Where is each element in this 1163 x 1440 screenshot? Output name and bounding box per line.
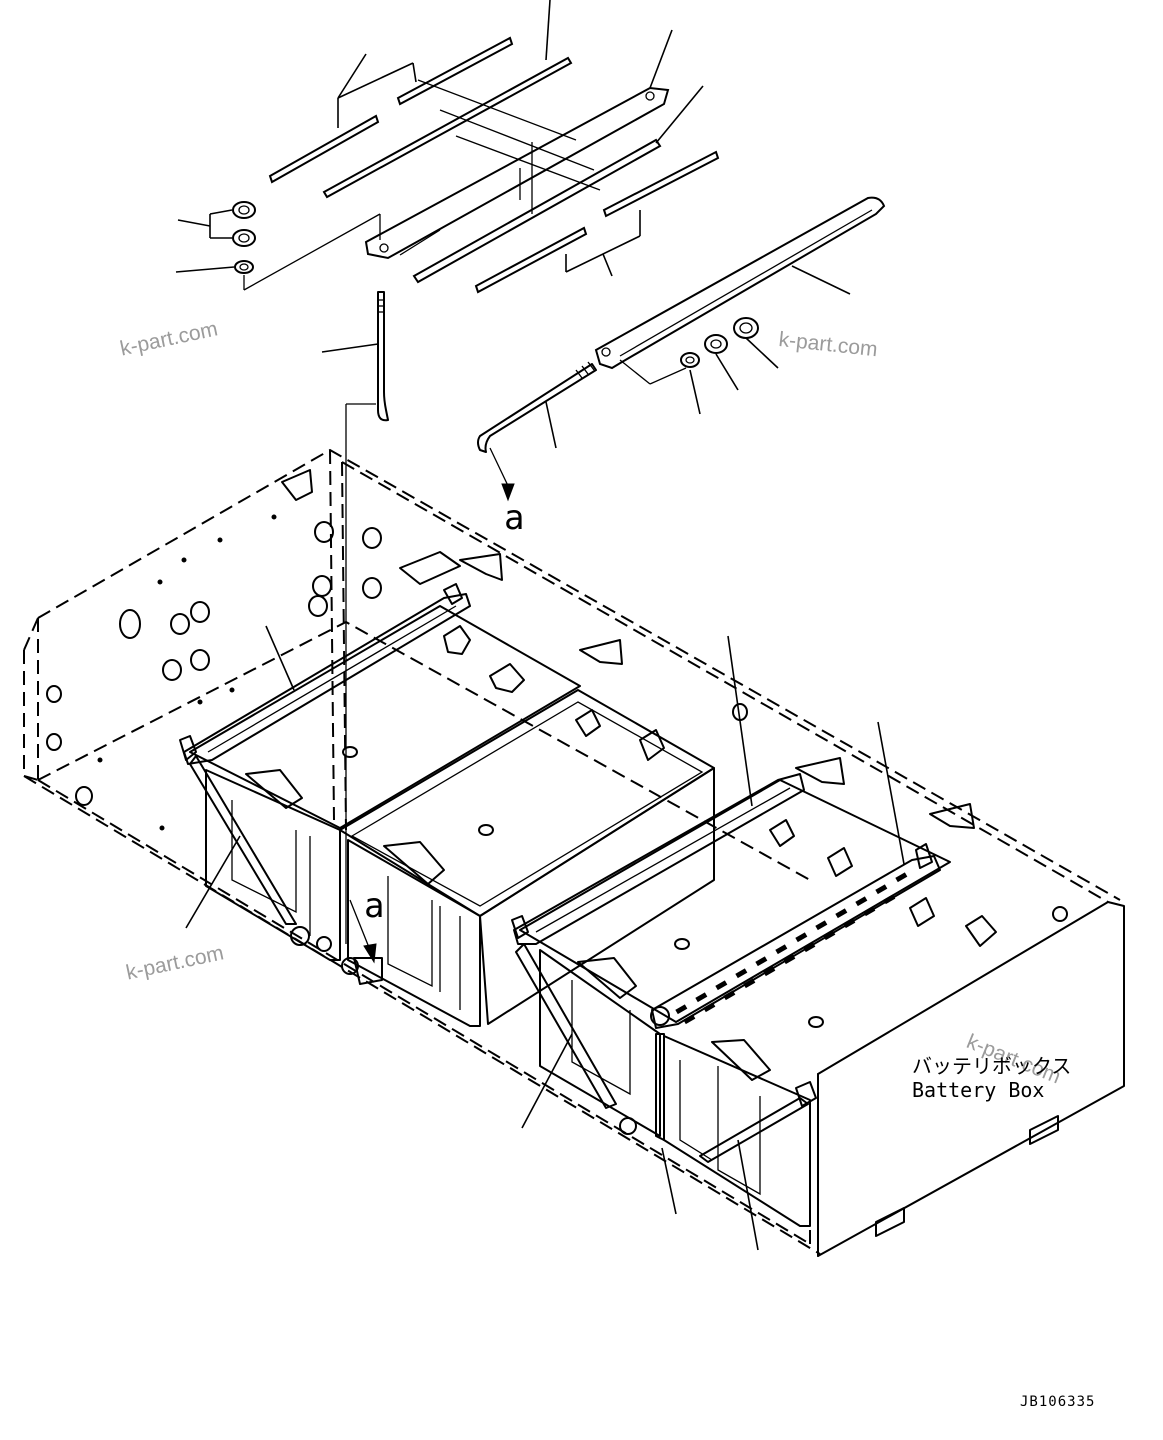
reference-letter-a: a (364, 886, 385, 926)
lower-right-spacer-strips (474, 150, 720, 294)
hold-down-bar-installed-right (511, 635, 805, 1135)
reference-arrow-a-lower (349, 899, 377, 964)
assembly-guide-lines (417, 79, 601, 214)
battery-box-label-jp: バッテリボックス (912, 1054, 1072, 1078)
hold-down-bar-formed-installed (650, 721, 941, 1251)
nut-and-washer-stack-left (175, 201, 381, 291)
nut-and-washer-set-right (619, 317, 779, 415)
drawing-number: JB106335 (1020, 1394, 1096, 1410)
battery-left (339, 625, 715, 1027)
battery-box-outline (23, 448, 1121, 1255)
back-wall-features (46, 469, 1068, 922)
bar-perforation-pattern (675, 872, 908, 1025)
battery-left-rear (189, 605, 581, 961)
reference-letter-a: a (504, 498, 525, 538)
battery-box-label-en: Battery Box (912, 1078, 1045, 1102)
upper-left-spacer-strips (268, 36, 514, 184)
j-bolt-right (477, 361, 597, 502)
long-spacer-strip-1 (322, 0, 573, 199)
hold-down-bar-installed-left (179, 583, 471, 985)
hold-down-bar-formed (594, 196, 886, 370)
long-spacer-strip-2 (412, 85, 704, 284)
battery-box-end-plate (817, 901, 1125, 1257)
battery-box-label: バッテリボックス Battery Box (912, 1054, 1071, 1102)
j-bolt-left (321, 291, 389, 944)
battery-right (519, 779, 997, 1227)
hold-down-bar-flat (364, 29, 673, 260)
